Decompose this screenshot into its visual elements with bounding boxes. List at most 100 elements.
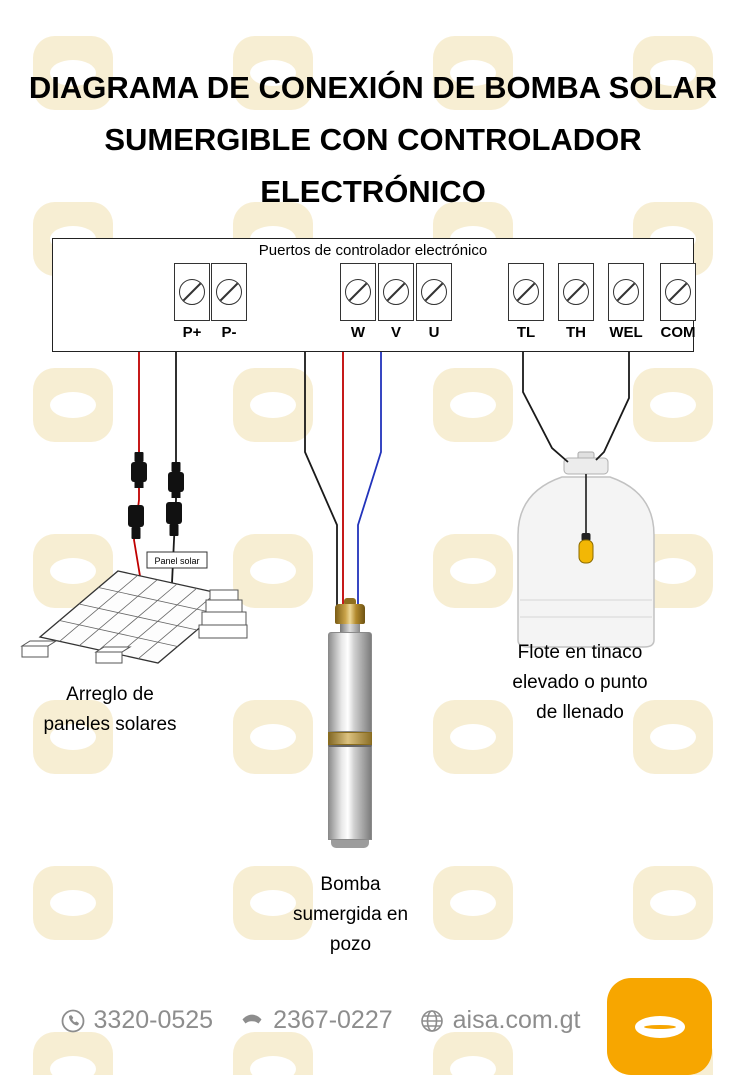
mc4-connector [131, 452, 147, 488]
pump-brass-coupling [328, 732, 372, 745]
screw-terminal-icon [660, 263, 696, 321]
watermark-oval [450, 724, 496, 750]
mc4-connector [128, 505, 144, 539]
watermark-oval [450, 558, 496, 584]
terminal-th: TH [558, 263, 594, 341]
logo-oval-mark [634, 1015, 685, 1038]
terminal-label: U [428, 324, 440, 341]
mc4-connector [168, 462, 184, 498]
watermark-oval [450, 1056, 496, 1075]
terminal-label: P- [221, 324, 237, 341]
watermark-logo [33, 36, 113, 110]
terminal-p-plus: P+ [174, 263, 210, 341]
terminal-label: TL [516, 324, 536, 341]
aisa-logo [607, 978, 712, 1075]
wire-u [357, 352, 382, 606]
screw-terminal-icon [174, 263, 210, 321]
float-switch [578, 474, 594, 564]
terminal-w: W [340, 263, 376, 341]
pump-brass-cap [335, 604, 365, 624]
screw-terminal-icon [378, 263, 414, 321]
terminal-label: COM [660, 324, 696, 341]
watermark-logo [233, 866, 313, 940]
footer-phone-2: 2367-0227 [239, 1006, 393, 1035]
watermark-oval [50, 890, 96, 916]
watermark-logo [233, 368, 313, 442]
watermark-logo [433, 534, 513, 608]
watermark-oval [250, 724, 296, 750]
watermark-logo [233, 36, 313, 110]
watermark-logo [633, 700, 713, 774]
watermark-logo [433, 700, 513, 774]
watermark-logo [33, 368, 113, 442]
watermark-oval [250, 1056, 296, 1075]
watermark-logo [433, 36, 513, 110]
watermark-logo [433, 368, 513, 442]
watermark-logo [433, 1032, 513, 1075]
watermark-oval [250, 558, 296, 584]
watermark-logo [233, 534, 313, 608]
terminal-label: WEL [609, 324, 643, 341]
pump-neck [340, 624, 360, 632]
pump-lower-body [328, 745, 372, 840]
watermark-logo [233, 1032, 313, 1075]
wire-com [595, 352, 630, 461]
controller-box-title: Puertos de controlador electrónico [258, 242, 488, 259]
watermark-oval [450, 890, 496, 916]
watermark-oval [650, 724, 696, 750]
terminal-label: P+ [182, 324, 202, 341]
terminal-label: TH [566, 324, 586, 341]
phone-circle-icon [61, 1009, 84, 1032]
watermark-oval [250, 392, 296, 418]
watermark-oval [650, 890, 696, 916]
terminal-wel: WEL [608, 263, 644, 341]
terminal-com: COM [660, 263, 696, 341]
mc4-connector [166, 502, 182, 536]
pump-caption: Bomba sumergida en pozo [292, 874, 409, 955]
watermark-oval [450, 392, 496, 418]
pump-motor-body [328, 632, 372, 732]
watermark-logo [633, 36, 713, 110]
terminal-p-minus: P- [211, 263, 247, 341]
screw-terminal-icon [608, 263, 644, 321]
terminal-label: W [350, 324, 366, 341]
wire-th [522, 352, 569, 463]
wire-w [304, 352, 338, 606]
screw-terminal-icon [340, 263, 376, 321]
watermark-oval [50, 724, 96, 750]
watermark-oval [450, 60, 496, 86]
solar-panel-array: Panel solar [20, 551, 248, 664]
watermark-logo [233, 700, 313, 774]
pump-lifting-eye [344, 598, 356, 606]
solar-array-caption: Arreglo de paneles solares [43, 684, 177, 735]
solar-panel-small-label: Panel solar [154, 556, 199, 566]
contact-footer: 3320-0525 2367-0227 aisa.com.gt [0, 1006, 640, 1035]
globe-icon [420, 1009, 443, 1032]
submersible-pump [327, 598, 373, 850]
watermark-oval [50, 1056, 96, 1075]
watermark-logo [633, 866, 713, 940]
watermark-logo [33, 1032, 113, 1075]
screw-terminal-icon [558, 263, 594, 321]
float-caption: Flote en tinaco elevado o punto de llena… [512, 642, 648, 723]
watermark-oval [50, 60, 96, 86]
screw-terminal-icon [508, 263, 544, 321]
controller-ports-box: Puertos de controlador electrónico P+ P-… [52, 238, 696, 352]
terminal-label: V [390, 324, 401, 341]
screw-terminal-icon [211, 263, 247, 321]
page-title: DIAGRAMA DE CONEXIÓN DE BOMBA SOLAR SUME… [28, 70, 718, 209]
phone-handset-icon [242, 1014, 262, 1023]
watermark-oval [650, 60, 696, 86]
watermark-oval [250, 60, 296, 86]
terminal-tl: TL [508, 263, 544, 341]
watermark-oval [50, 558, 96, 584]
watermark-oval [250, 890, 296, 916]
footer-website: aisa.com.gt [419, 1006, 581, 1035]
watermark-logo [33, 700, 113, 774]
screw-terminal-icon [416, 263, 452, 321]
footer-phone-1: 3320-0525 [60, 1006, 213, 1035]
watermark-logo [633, 368, 713, 442]
footer-website-text: aisa.com.gt [452, 1006, 581, 1034]
